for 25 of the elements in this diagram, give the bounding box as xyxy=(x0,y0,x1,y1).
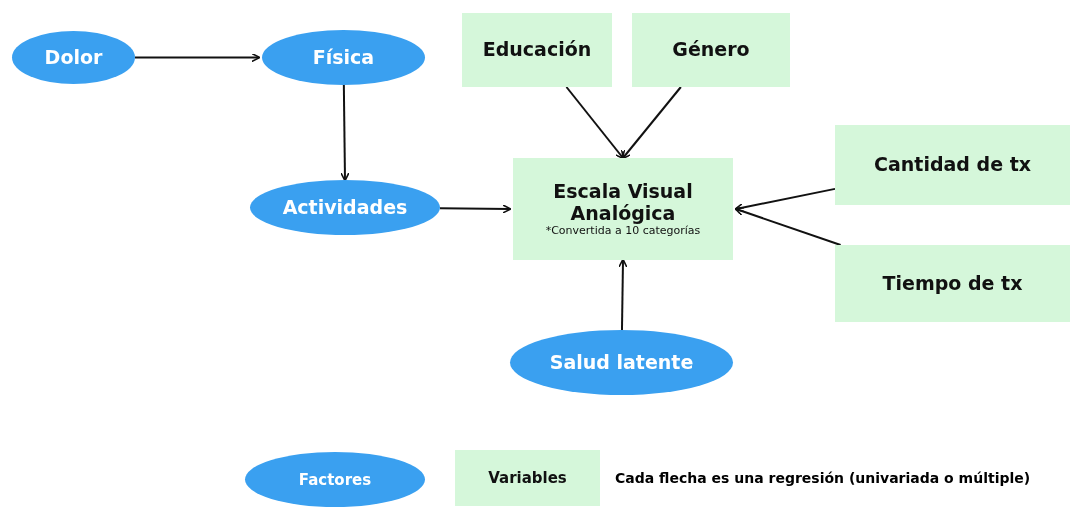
note-text: *Convertida a 10 categorías xyxy=(545,224,701,238)
variable-box xyxy=(632,13,790,87)
node-label: Escala Visual Analógica xyxy=(552,180,694,225)
node-label: Dolor xyxy=(44,46,103,69)
arrow xyxy=(340,84,350,182)
arrow xyxy=(565,86,625,160)
node-label: Tiempo de tx xyxy=(882,272,1023,295)
arrow xyxy=(618,258,628,331)
legend-factor-ellipse: Factores xyxy=(245,452,425,507)
variable-box xyxy=(513,158,733,260)
node-label: Salud latente xyxy=(549,351,694,374)
node-label: Actividades xyxy=(282,196,408,219)
arrow xyxy=(621,86,682,160)
node-label: Física xyxy=(312,46,375,69)
variable-box xyxy=(462,13,612,87)
arrow xyxy=(438,204,512,214)
arrow xyxy=(134,52,261,63)
legend-variable-box: Variables xyxy=(455,450,600,506)
node-label: Género xyxy=(672,39,750,61)
node-label: Cantidad de tx xyxy=(874,154,1031,176)
legend-note: Cada flecha es una regresión (univariada o múltiple) xyxy=(615,470,1031,486)
arrow xyxy=(734,206,842,246)
variable-box xyxy=(835,125,1070,205)
variable-box xyxy=(835,245,1070,322)
node-label: Educación xyxy=(482,39,592,61)
